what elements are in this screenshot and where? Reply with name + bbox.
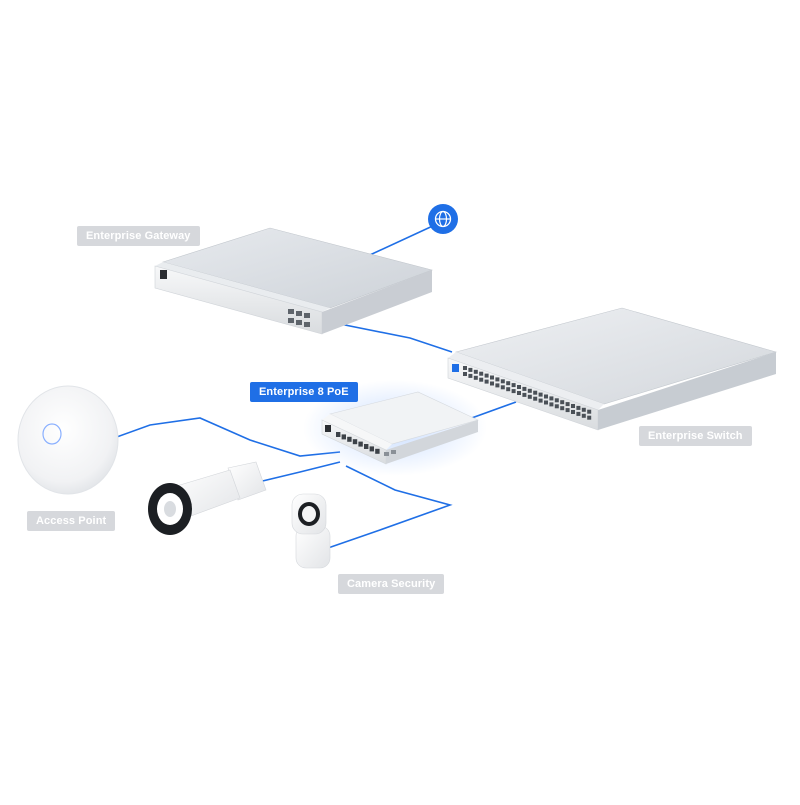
switch-port	[544, 400, 548, 405]
gateway-ports	[288, 309, 310, 327]
dome-camera-device	[291, 493, 331, 569]
poe-port	[341, 434, 346, 440]
poe-port	[352, 439, 358, 445]
switch-port	[522, 392, 527, 397]
switch-port	[554, 398, 559, 403]
poe-ports	[336, 432, 396, 456]
switch-port	[463, 366, 467, 370]
switch-port	[576, 405, 581, 410]
switch-port	[538, 398, 543, 403]
connection-lines	[113, 223, 517, 549]
poe-sfp-port	[391, 450, 396, 454]
switch-port	[544, 394, 548, 399]
link-camera-poe	[249, 461, 341, 485]
switch-device	[447, 307, 778, 576]
label-access-point: Access Point	[27, 511, 116, 531]
switch-port-grid	[464, 528, 592, 576]
access-point-device	[17, 385, 119, 495]
switch-port	[522, 386, 527, 391]
switch-port	[587, 415, 592, 420]
switch-port	[571, 404, 575, 408]
link-gateway-switch	[329, 321, 453, 353]
switch-port	[490, 381, 494, 386]
switch-port	[538, 392, 543, 397]
switch-port	[468, 373, 473, 378]
poe-port	[336, 432, 341, 437]
switch-port	[565, 408, 570, 413]
switch-port	[587, 409, 592, 414]
gateway-device	[154, 227, 433, 335]
switch-port	[506, 381, 511, 386]
switch-port	[484, 373, 489, 378]
link-ap-poe	[113, 417, 341, 457]
switch-port	[517, 391, 521, 395]
switch-port	[560, 406, 565, 411]
switch-port	[533, 396, 538, 401]
poe-port	[375, 448, 380, 454]
switch-ports	[463, 366, 592, 420]
bullet-camera-device	[148, 461, 267, 535]
switch-port	[527, 388, 532, 393]
switch-port	[479, 371, 484, 376]
poe-port	[364, 444, 369, 449]
switch-port	[527, 394, 532, 399]
switch-port	[506, 387, 511, 392]
poe-port	[358, 441, 363, 447]
link-camera-security-poe	[327, 465, 453, 549]
switch-port	[495, 383, 500, 388]
switch-port	[571, 410, 575, 414]
switch-port	[576, 411, 581, 416]
switch-port	[484, 379, 489, 384]
switch-port	[473, 375, 478, 380]
globe-icon	[428, 204, 458, 234]
switch-port	[479, 377, 484, 382]
switch-port	[565, 402, 570, 407]
switch-port	[490, 375, 494, 380]
poe-sfp-port	[384, 452, 389, 456]
switch-port	[500, 379, 505, 384]
poe-port	[369, 446, 374, 452]
switch-port	[495, 377, 500, 382]
label-enterprise-switch: Enterprise Switch	[639, 426, 752, 446]
switch-port	[473, 369, 478, 374]
switch-port	[581, 413, 586, 418]
switch-port	[463, 372, 467, 376]
switch-port	[517, 385, 521, 389]
poe-device	[303, 380, 487, 476]
switch-port	[533, 390, 538, 395]
switch-port	[511, 383, 516, 388]
switch-port	[581, 407, 586, 412]
label-camera-security: Camera Security	[338, 574, 445, 594]
switch-port	[554, 404, 559, 409]
switch-port	[511, 389, 516, 394]
switch-port	[500, 385, 505, 390]
poe-port	[347, 436, 352, 442]
switch-port	[549, 402, 554, 407]
switch-port	[560, 400, 565, 405]
switch-port	[549, 396, 554, 401]
switch-port	[468, 367, 473, 372]
label-enterprise-gateway: Enterprise Gateway	[77, 226, 200, 246]
label-enterprise-8-poe: Enterprise 8 PoE	[250, 382, 358, 402]
